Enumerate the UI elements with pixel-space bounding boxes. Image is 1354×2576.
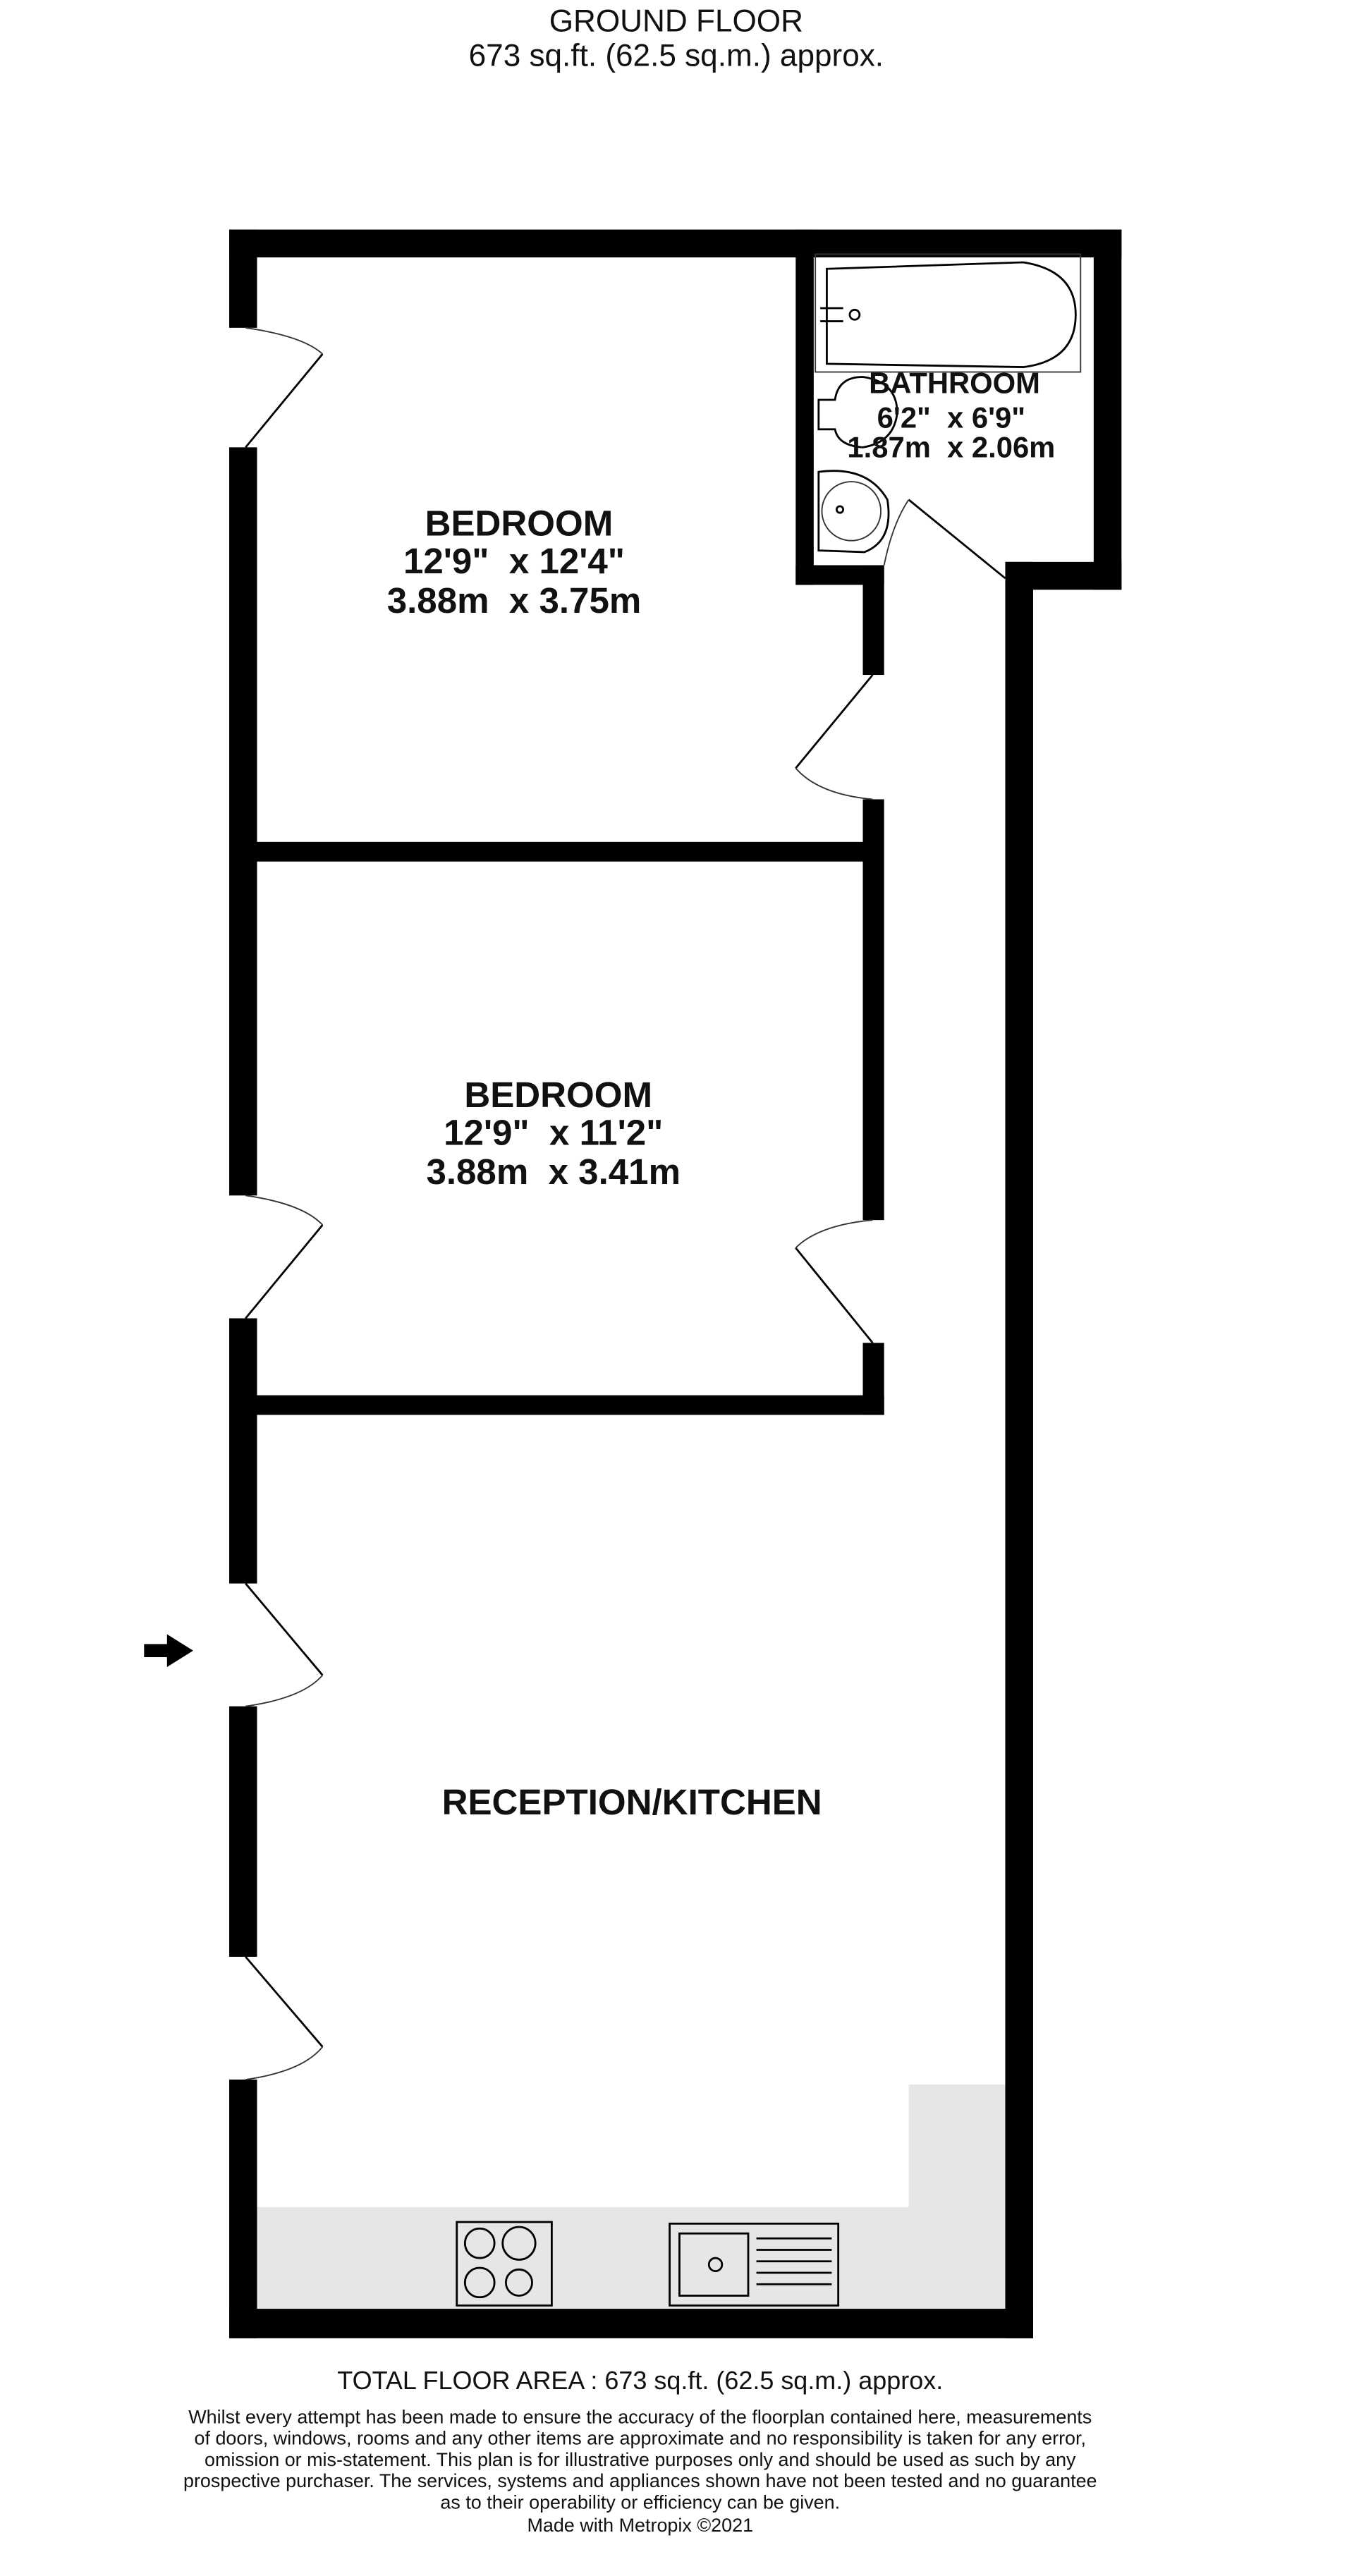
basin-icon: [817, 470, 890, 554]
toilet-icon: [817, 376, 898, 448]
bedroom2-metric: 3.88m x 3.41m: [426, 1152, 681, 1192]
bedroom1-imperial: 12'9" x 12'4": [403, 541, 625, 581]
bathroom-name: BATHROOM: [869, 367, 1040, 400]
hob-icon: [456, 2221, 553, 2307]
doors: [245, 326, 1006, 2080]
disclaimer-line: of doors, windows, rooms and any other i…: [195, 2428, 1086, 2449]
bathroom-metric: 1.87m x 2.06m: [847, 430, 1055, 463]
disclaimer-line: prospective purchaser. The services, sys…: [183, 2470, 1097, 2491]
disclaimer-line: omission or mis-statement. This plan is …: [205, 2449, 1076, 2470]
sink-icon: [669, 2222, 840, 2307]
bedroom2-imperial: 12'9" x 11'2": [444, 1112, 663, 1152]
bedroom1-name: BEDROOM: [425, 503, 614, 544]
floor-area: 673 sq.ft. (62.5 sq.m.) approx.: [469, 38, 884, 73]
total-floor-area: TOTAL FLOOR AREA : 673 sq.ft. (62.5 sq.m…: [337, 2366, 943, 2395]
disclaimer-line: as to their operability or efficiency ca…: [440, 2491, 840, 2513]
reception-name: RECEPTION/KITCHEN: [442, 1782, 822, 1822]
bedroom2-name: BEDROOM: [464, 1075, 652, 1115]
bathroom-imperial: 6'2" x 6'9": [877, 401, 1025, 434]
walls: [229, 229, 1122, 2338]
entrance-arrow-icon: [144, 1634, 193, 1667]
bathtub-icon: [815, 253, 1082, 373]
floor-name: GROUND FLOOR: [549, 4, 803, 39]
kitchen-counter: [257, 2084, 1006, 2309]
credit: Made with Metropix ©2021: [527, 2515, 753, 2536]
disclaimer-line: Whilst every attempt has been made to en…: [188, 2407, 1092, 2428]
bedroom1-metric: 3.88m x 3.75m: [387, 580, 642, 621]
